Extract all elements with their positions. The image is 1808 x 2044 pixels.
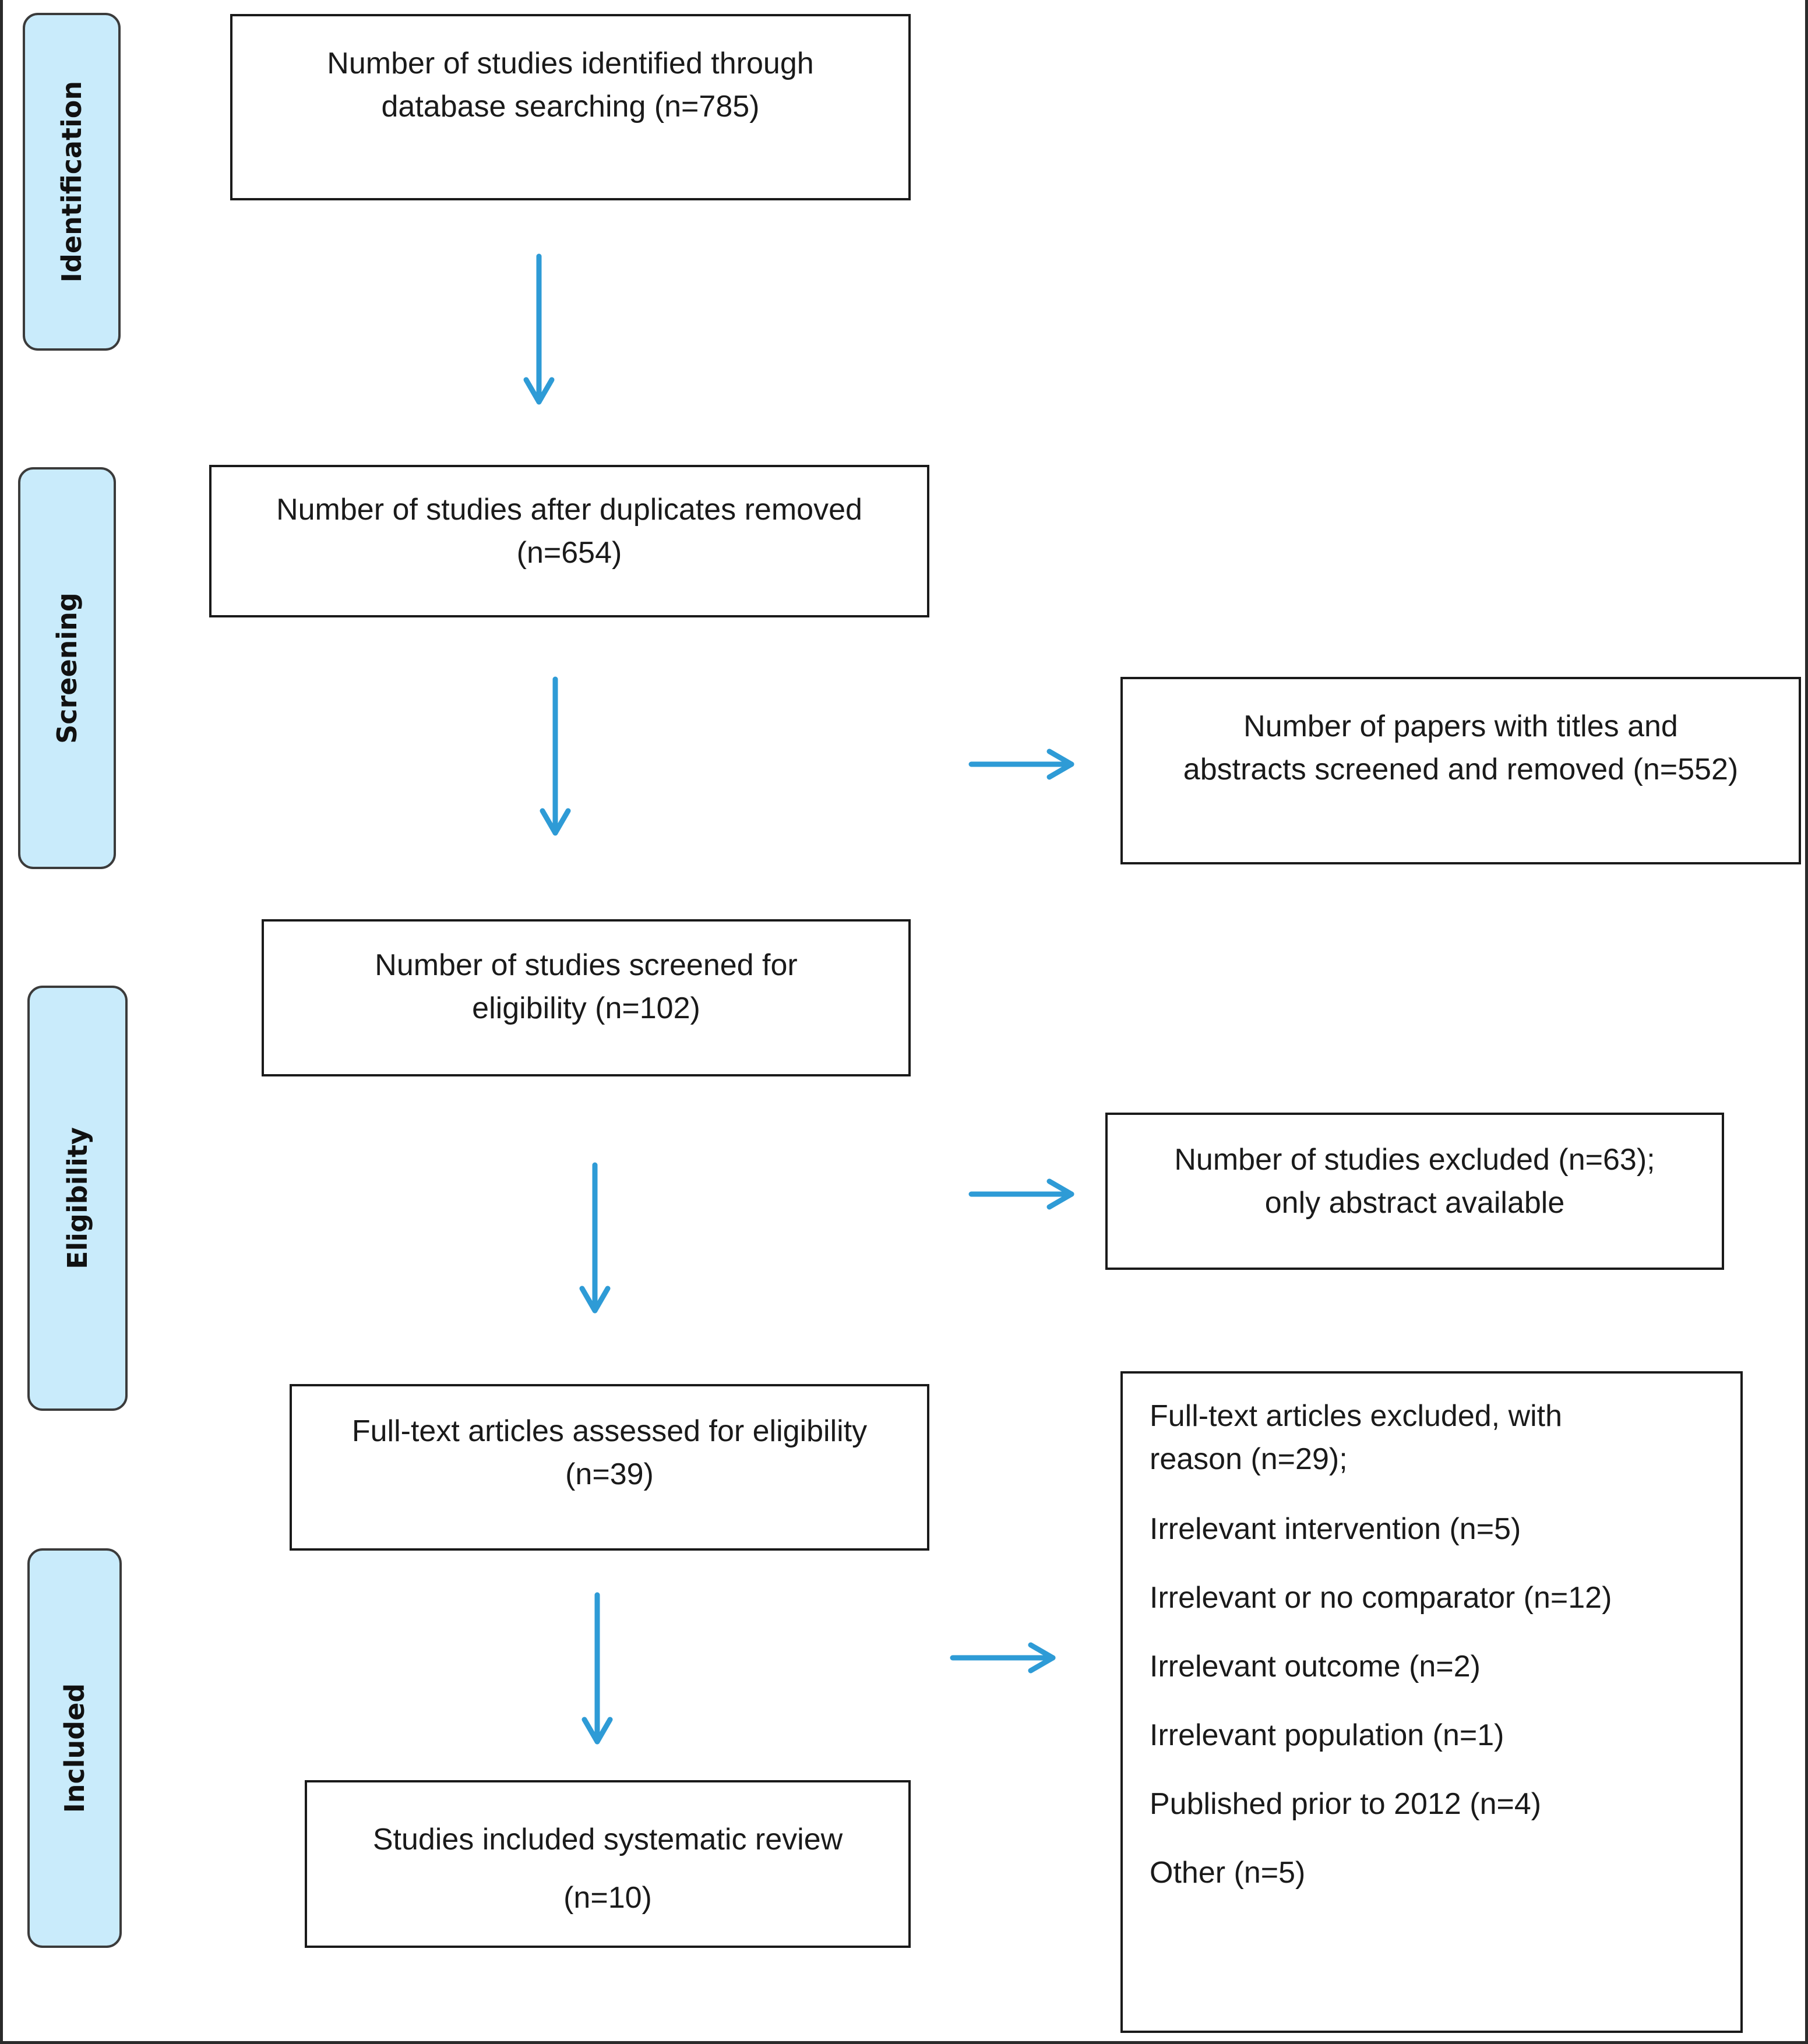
identified-box: Number of studies identified through dat…	[230, 14, 911, 200]
fulltext-assessed-line-1: Full-text articles assessed for eligibil…	[351, 1414, 868, 1448]
exclusion-reason: Irrelevant outcome (n=2)	[1150, 1650, 1481, 1683]
exclusion-reason: Other (n=5)	[1150, 1856, 1306, 1890]
screened-eligibility-box: Number of studies screened for eligibili…	[262, 919, 911, 1076]
included-line-2: (n=10)	[563, 1881, 652, 1915]
exclusion-reason: Published prior to 2012 (n=4)	[1150, 1787, 1542, 1821]
fulltext-excluded-heading-2: reason (n=29);	[1150, 1442, 1348, 1476]
titles-removed-line-1: Number of papers with titles and	[1243, 709, 1678, 743]
stage-screening: Screening	[18, 467, 116, 869]
included-box: Studies included systematic review (n=10…	[305, 1780, 911, 1948]
arrow-down-screened	[579, 1162, 611, 1314]
duplicates-removed-box: Number of studies after duplicates remov…	[209, 465, 929, 617]
arrow-right-abstract	[968, 1178, 1074, 1210]
arrow-right-fulltext-excluded	[950, 1642, 1056, 1674]
stage-eligibility-label: Eligibility	[62, 1127, 93, 1269]
duplicates-removed-line-1: Number of studies after duplicates remov…	[276, 493, 862, 527]
fulltext-excluded-heading-1: Full-text articles excluded, with	[1150, 1399, 1563, 1433]
exclusion-reason: Irrelevant or no comparator (n=12)	[1150, 1581, 1612, 1615]
titles-removed-line-2: abstracts screened and removed (n=552)	[1183, 753, 1739, 786]
screened-eligibility-line-2: eligibility (n=102)	[472, 991, 700, 1025]
arrow-down-identified	[523, 253, 555, 405]
exclusion-reason: Irrelevant intervention (n=5)	[1150, 1512, 1521, 1546]
identified-line-2: database searching (n=785)	[381, 90, 760, 123]
stage-eligibility: Eligibility	[27, 986, 128, 1411]
fulltext-assessed-box: Full-text articles assessed for eligibil…	[290, 1384, 929, 1551]
fulltext-assessed-line-2: (n=39)	[565, 1457, 654, 1491]
stage-included-label: Included	[59, 1683, 90, 1813]
fulltext-excluded-box: Full-text articles excluded, with reason…	[1120, 1371, 1743, 2033]
excluded-abstract-line-1: Number of studies excluded (n=63);	[1174, 1143, 1655, 1177]
arrow-right-titles	[968, 749, 1074, 780]
exclusion-reason: Irrelevant population (n=1)	[1150, 1718, 1504, 1752]
stage-identification-label: Identification	[56, 80, 87, 283]
excluded-abstract-box: Number of studies excluded (n=63); only …	[1105, 1113, 1724, 1270]
titles-removed-box: Number of papers with titles and abstrac…	[1120, 677, 1801, 864]
screened-eligibility-line-1: Number of studies screened for	[375, 948, 798, 982]
stage-identification: Identification	[23, 13, 121, 351]
included-line-1: Studies included systematic review	[372, 1823, 843, 1856]
arrow-down-fulltext	[581, 1592, 613, 1745]
identified-line-1: Number of studies identified through	[327, 47, 814, 80]
stage-included: Included	[27, 1548, 122, 1948]
stage-screening-label: Screening	[51, 592, 83, 744]
duplicates-removed-line-2: (n=654)	[516, 536, 622, 570]
excluded-abstract-line-2: only abstract available	[1264, 1186, 1565, 1220]
arrow-down-duplicates	[540, 676, 571, 836]
